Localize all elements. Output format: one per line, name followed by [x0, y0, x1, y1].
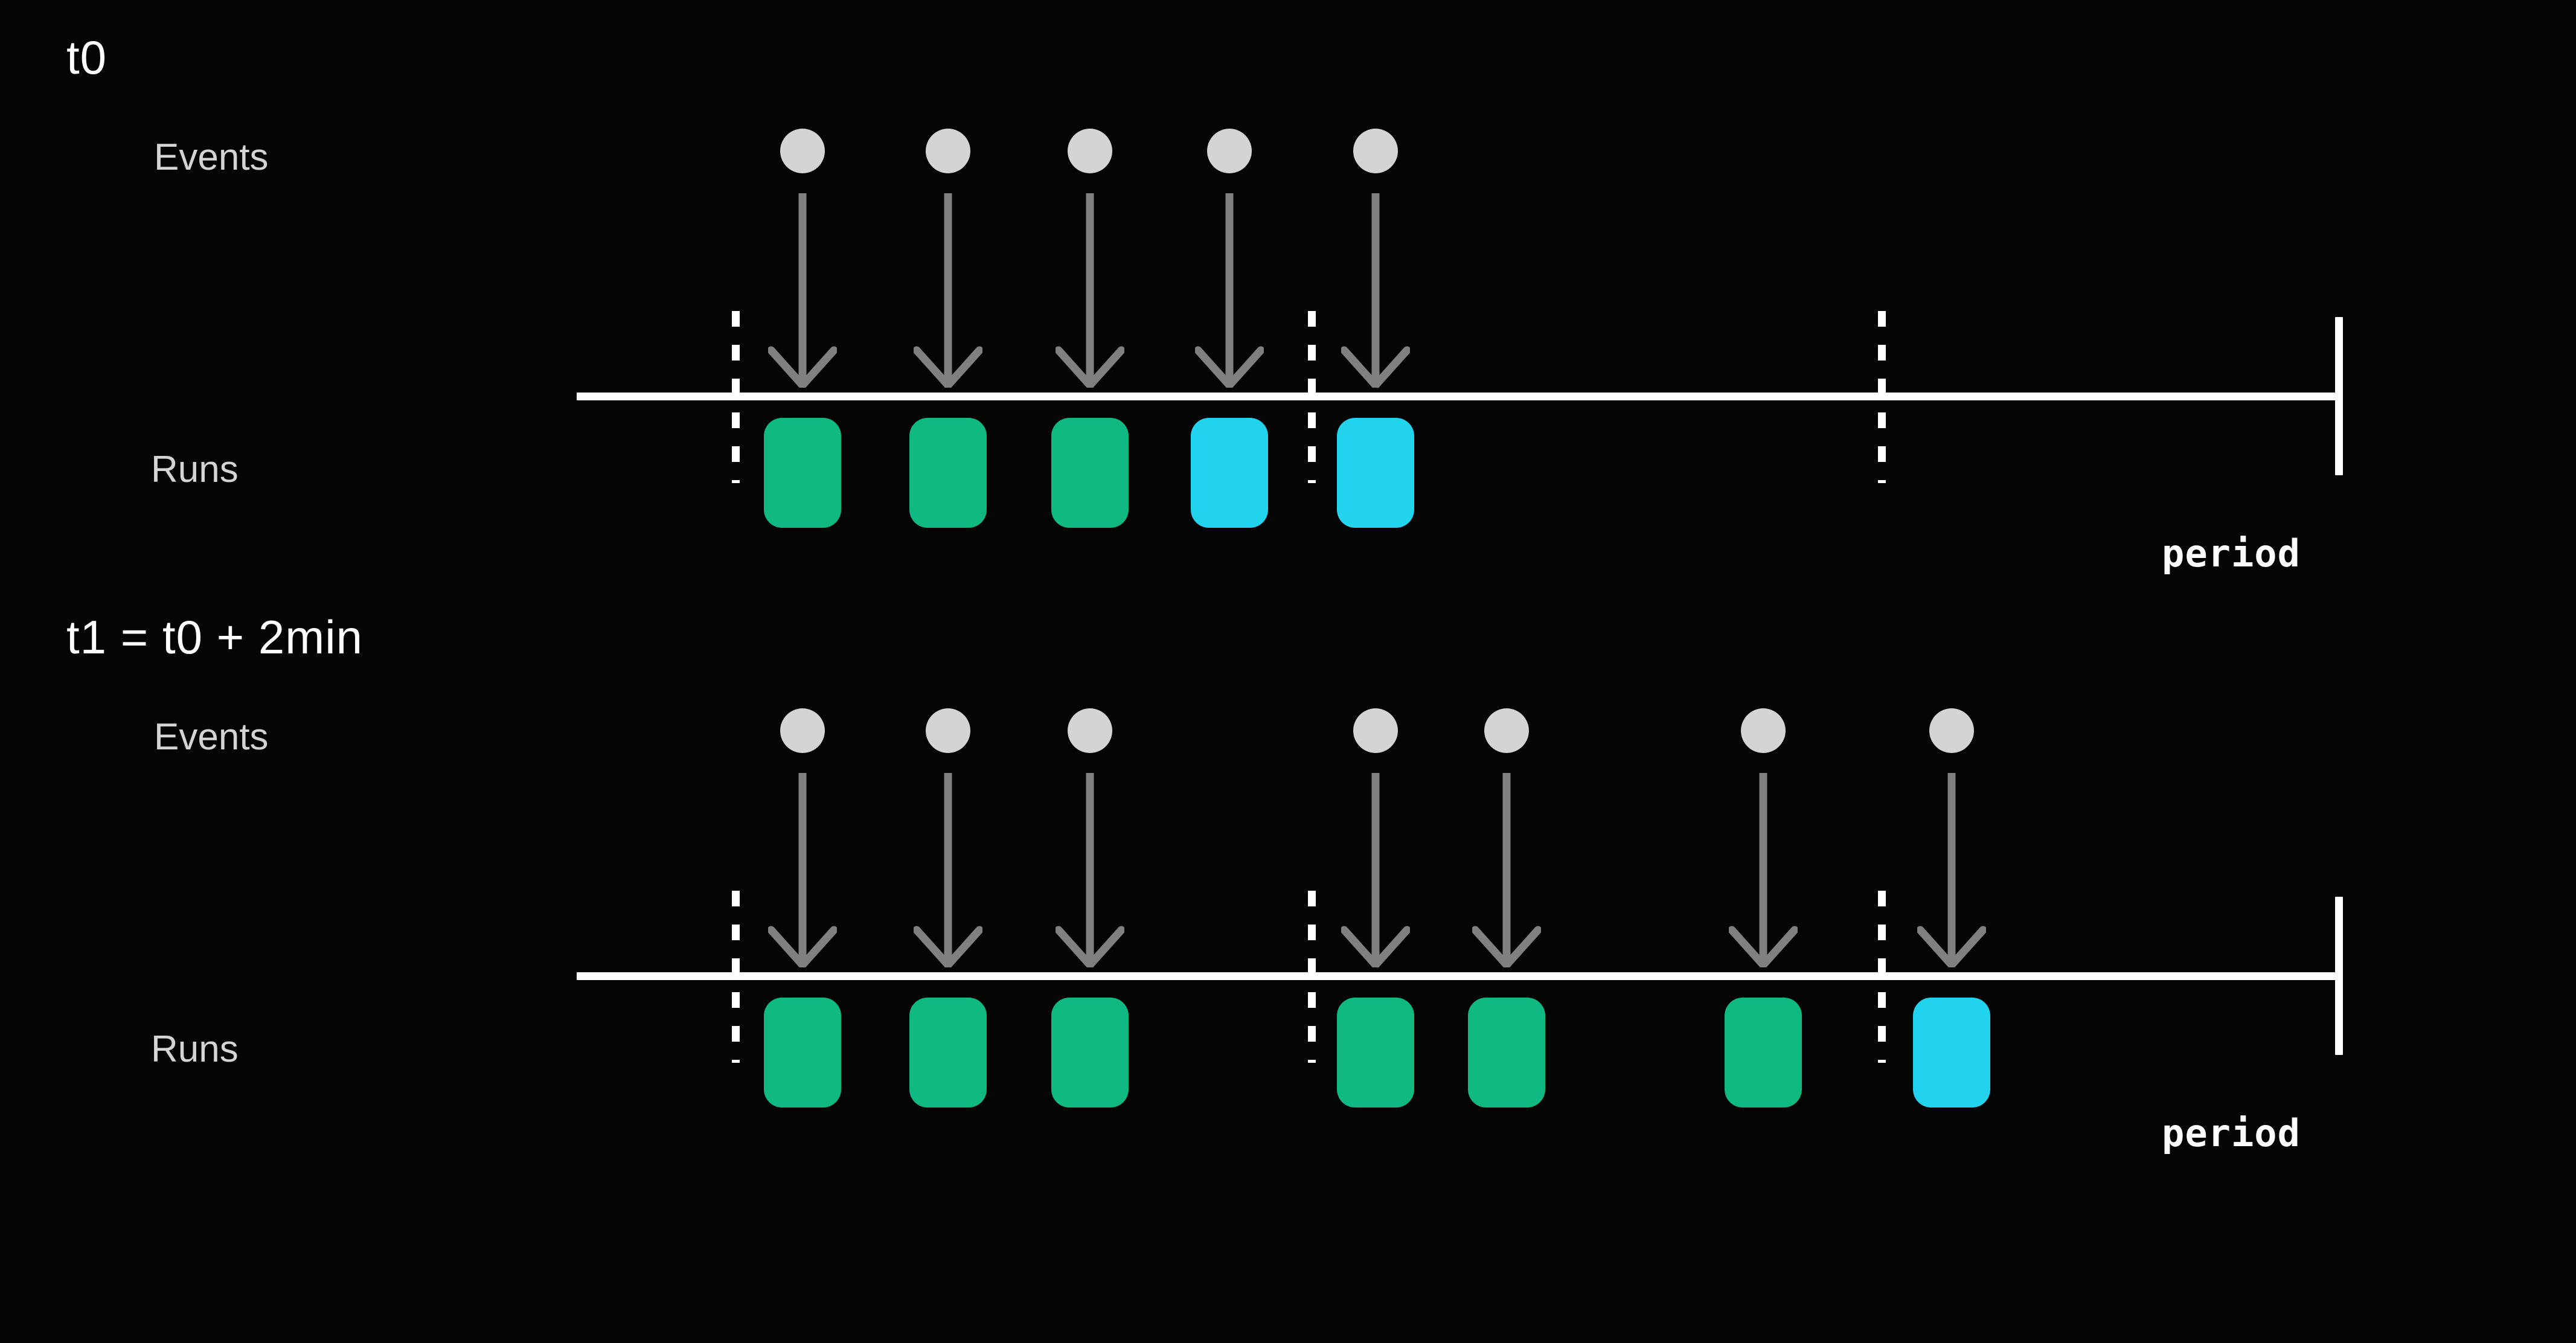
- event-dot-t1-5: [1741, 708, 1786, 753]
- runs-row-label-t1: Runs: [151, 1028, 239, 1070]
- event-dot-t1-0: [780, 708, 825, 753]
- event-dot-t1-1: [926, 708, 970, 753]
- event-arrow-t1-3: [1340, 769, 1411, 969]
- run-box-t1-2[interactable]: [1051, 998, 1129, 1107]
- event-dot-t1-4: [1484, 708, 1529, 753]
- event-dot-t1-6: [1929, 708, 1974, 753]
- event-arrow-t1-6: [1916, 769, 1987, 969]
- event-arrow-t0-1: [912, 189, 984, 389]
- run-box-t1-5[interactable]: [1725, 998, 1802, 1107]
- event-arrow-t1-0: [767, 769, 838, 969]
- period-label-t1: period: [2162, 1111, 2301, 1155]
- event-dot-t1-3: [1353, 708, 1398, 753]
- run-box-t0-1[interactable]: [909, 418, 987, 528]
- event-arrow-t1-2: [1054, 769, 1126, 969]
- run-box-t1-0[interactable]: [764, 998, 841, 1107]
- event-arrow-t1-5: [1728, 769, 1799, 969]
- run-box-t1-4[interactable]: [1468, 998, 1545, 1107]
- timeline-title-t0: t0: [66, 31, 107, 84]
- run-box-t0-0[interactable]: [764, 418, 841, 528]
- timeline-title-t1: t1 = t0 + 2min: [66, 611, 363, 664]
- event-arrow-t0-0: [767, 189, 838, 389]
- event-arrow-t1-4: [1471, 769, 1542, 969]
- period-end-tick-t1: [2335, 897, 2343, 1055]
- event-arrow-t1-1: [912, 769, 984, 969]
- run-box-t0-4[interactable]: [1337, 418, 1414, 528]
- event-dot-t0-1: [926, 129, 970, 173]
- event-dot-t1-2: [1068, 708, 1112, 753]
- period-end-tick-t0: [2335, 317, 2343, 475]
- timeline-axis-t0: [577, 393, 2343, 400]
- event-arrow-t0-2: [1054, 189, 1126, 389]
- event-dot-t0-3: [1207, 129, 1252, 173]
- event-dot-t0-2: [1068, 129, 1112, 173]
- run-box-t1-1[interactable]: [909, 998, 987, 1107]
- timeline-axis-t1: [577, 972, 2343, 980]
- events-row-label-t1: Events: [154, 716, 269, 758]
- event-dot-t0-4: [1353, 129, 1398, 173]
- runs-row-label-t0: Runs: [151, 449, 239, 490]
- run-box-t1-6[interactable]: [1913, 998, 1990, 1107]
- event-dot-t0-0: [780, 129, 825, 173]
- event-arrow-t0-3: [1194, 189, 1265, 389]
- run-box-t0-3[interactable]: [1191, 418, 1268, 528]
- run-box-t1-3[interactable]: [1337, 998, 1414, 1107]
- run-box-t0-2[interactable]: [1051, 418, 1129, 528]
- period-label-t0: period: [2162, 531, 2301, 575]
- events-row-label-t0: Events: [154, 136, 269, 178]
- event-arrow-t0-4: [1340, 189, 1411, 389]
